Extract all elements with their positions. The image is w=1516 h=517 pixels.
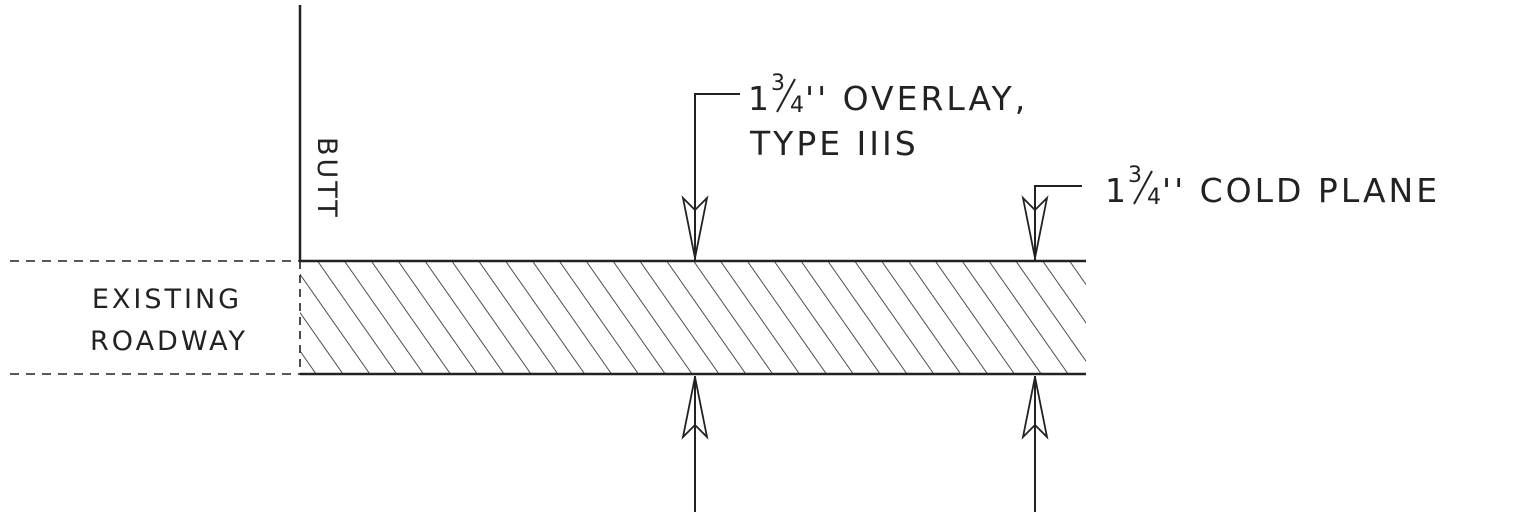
overlay-type-text: TYPE IIIS: [749, 124, 919, 163]
overlay-fraction-denominator: 4: [790, 93, 804, 118]
hatched-roadway-layer: [300, 261, 1086, 374]
cold-plane-fraction-bar: [1133, 170, 1153, 205]
overlay-arrow-bottom-icon: [681, 376, 709, 440]
existing-roadway-label-line1: EXISTING: [92, 284, 242, 315]
overlay-leader-line: [694, 93, 740, 261]
cold-plane-fraction-denominator: 4: [1147, 185, 1161, 210]
cold-plane-leader-line: [1034, 185, 1082, 261]
overlay-fraction-numerator: 3: [771, 71, 785, 96]
cold-plane-whole-number: 1: [1105, 171, 1129, 210]
overlay-label-text: '' OVERLAY,: [805, 79, 1028, 118]
cold-plane-arrow-bottom-icon: [1021, 376, 1049, 440]
cold-plane-label-text: '' COLD PLANE: [1162, 171, 1440, 210]
butt-label: BUTT: [311, 137, 342, 220]
overlay-callout: 1 3 4 '' OVERLAY, TYPE IIIS: [748, 71, 1028, 163]
overlay-whole-number: 1: [748, 79, 772, 118]
overlay-arrow-top-icon: [681, 195, 709, 259]
cold-plane-callout: 1 3 4 '' COLD PLANE: [1105, 163, 1440, 210]
cold-plane-arrow-top-icon: [1021, 195, 1049, 259]
cold-plane-fraction-numerator: 3: [1128, 163, 1142, 188]
overlay-fraction-bar: [776, 78, 796, 113]
existing-roadway-label-line2: ROADWAY: [90, 326, 248, 357]
